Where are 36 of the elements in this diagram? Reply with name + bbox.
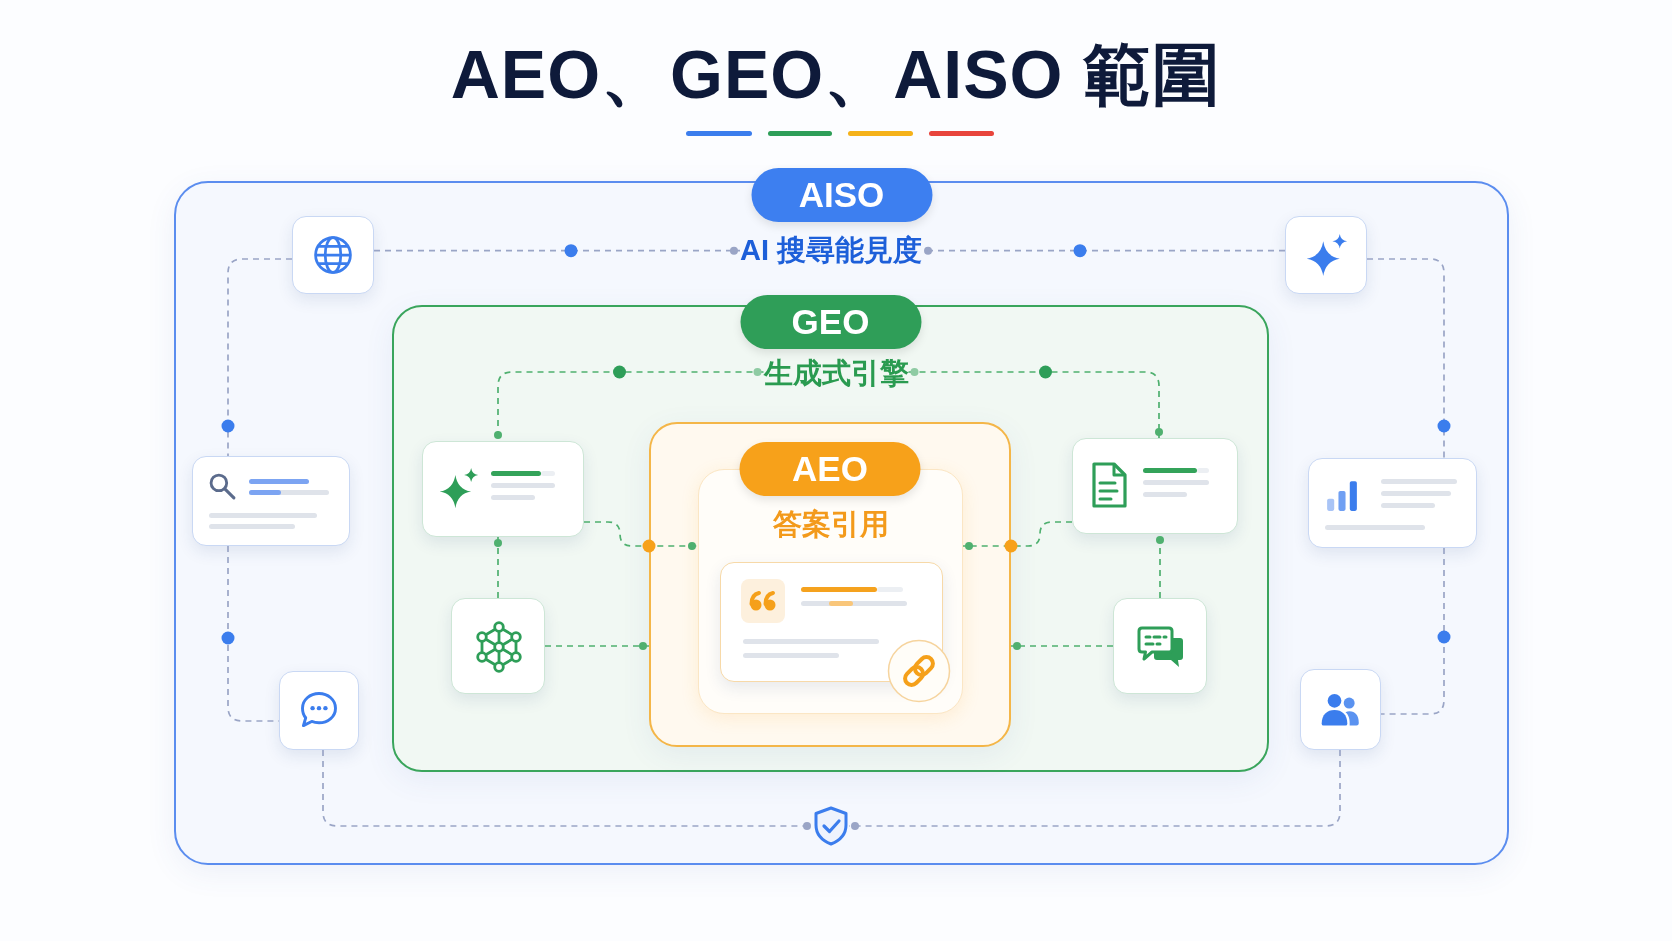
dashed-connector (544, 642, 650, 650)
dashed-connector (373, 244, 741, 258)
scope-badge: GEO (740, 295, 921, 349)
dashed-connector (962, 521, 1073, 553)
dashed-connector (848, 749, 1341, 830)
scope-container (649, 422, 1011, 747)
dashed-connector (494, 536, 502, 599)
scope-subtitle: AI 搜尋能見度 (739, 234, 923, 268)
icon-card (1113, 598, 1207, 694)
dashed-connector (583, 521, 699, 553)
icon-card (1308, 458, 1477, 548)
icon-card (1300, 669, 1381, 750)
panel-title: 答案引用 (772, 508, 889, 542)
dashed-connector (1380, 547, 1451, 715)
icon-card (422, 441, 584, 537)
dashed-connector (921, 244, 1286, 258)
scope-badge: AEO (739, 442, 921, 496)
dashed-connector (1156, 533, 1164, 599)
dashed-connector (1366, 258, 1451, 459)
title: AEO、GEO、AISO 範圍 (450, 40, 1222, 108)
dashed-connector (494, 365, 765, 442)
scope-badge: AISO (751, 168, 932, 222)
shield-check-icon (813, 806, 849, 846)
icon-card (1072, 438, 1238, 534)
icon-card (192, 456, 350, 546)
icon-card (1285, 216, 1367, 294)
icon-card (451, 598, 545, 694)
quote-card (720, 562, 943, 682)
dashed-connector (221, 258, 293, 457)
dashed-connector (907, 365, 1163, 439)
icon-card (292, 216, 374, 294)
dashed-connector (322, 749, 814, 830)
dashed-connector (1010, 642, 1114, 650)
scope-subtitle: 生成式引擎 (763, 357, 909, 391)
dashed-connector (221, 545, 280, 722)
icon-card (279, 671, 359, 750)
